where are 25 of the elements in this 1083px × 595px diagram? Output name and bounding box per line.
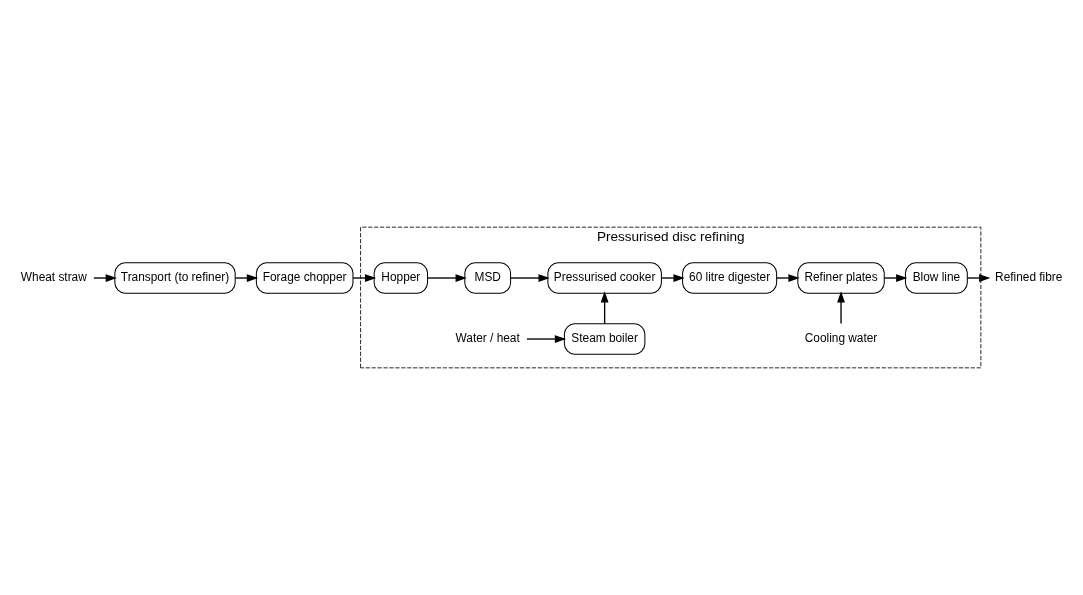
node-box: Transport (to refiner) <box>114 262 236 294</box>
node-box: MSD <box>464 262 512 294</box>
node-text: Water / heat <box>455 331 520 346</box>
arrow <box>93 274 117 282</box>
arrow <box>776 274 800 282</box>
arrow <box>510 274 550 282</box>
arrow <box>837 291 845 325</box>
node-text: Cooling water <box>804 331 878 346</box>
arrow <box>427 274 467 282</box>
arrow <box>883 274 908 282</box>
node-box: Pressurised cooker <box>547 262 662 294</box>
node-box: Hopper <box>373 262 429 294</box>
node-box: Steam boiler <box>563 323 646 355</box>
node-text: Wheat straw <box>20 270 87 285</box>
node-box: Blow line <box>904 262 968 294</box>
arrow <box>600 291 609 325</box>
node-box: Refiner plates <box>797 262 885 294</box>
arrow <box>234 274 259 282</box>
node-box: 60 litre digester <box>682 262 778 294</box>
node-box: Forage chopper <box>255 262 354 294</box>
arrow <box>526 335 567 343</box>
arrow <box>352 274 377 282</box>
arrow <box>966 274 991 282</box>
arrow <box>661 274 685 282</box>
node-text: Refined fibre <box>995 270 1063 285</box>
